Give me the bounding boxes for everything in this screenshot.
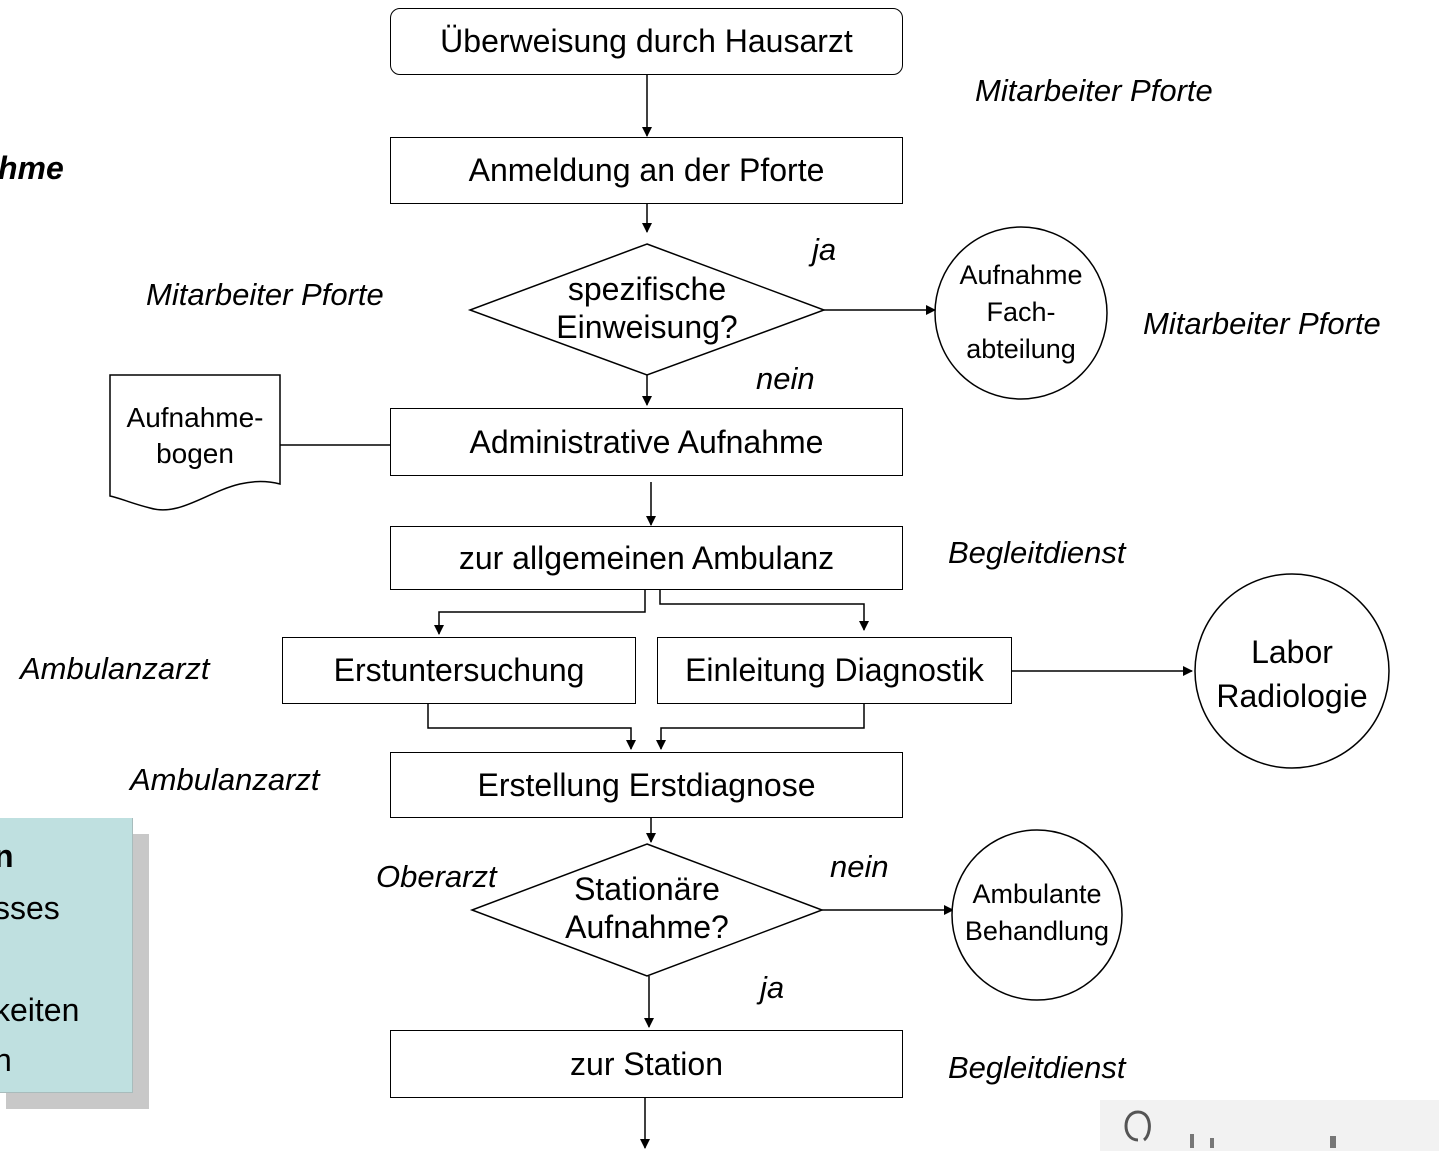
arrow-erstuntersuchung-erstdiagnose <box>427 704 636 750</box>
note-box: n sses keiten n <box>0 818 133 1093</box>
circle-fachabteilung-label: Aufnahme Fach- abteilung <box>936 257 1106 368</box>
circle-ambulante-label: Ambulante Behandlung <box>947 876 1127 950</box>
decision-stationaer-shape <box>469 843 825 977</box>
box-administrative: Administrative Aufnahme <box>390 408 903 476</box>
decision-einweisung-line-2: Einweisung? <box>556 309 738 346</box>
document-line-1: Aufnahme- <box>126 402 264 433</box>
edge-label-ja-1: ja <box>812 232 837 267</box>
role-ambulanzarzt-1: Ambulanzarzt <box>20 651 210 686</box>
circle-labor-line-1: Labor <box>1251 634 1333 670</box>
decision-stationaer-label: Stationäre Aufnahme? <box>537 870 757 947</box>
box-administrative-label: Administrative Aufnahme <box>469 423 824 460</box>
box-station-label: zur Station <box>570 1045 723 1082</box>
document-aufnahmebogen-shape <box>109 374 281 511</box>
box-ueberweisung: Überweisung durch Hausarzt <box>390 8 903 75</box>
role-ambulanzarzt-2: Ambulanzarzt <box>130 762 320 797</box>
circle-labor-label: Labor Radiologie <box>1192 630 1392 718</box>
box-erstuntersuchung: Erstuntersuchung <box>282 637 636 704</box>
box-erstdiagnose-label: Erstellung Erstdiagnose <box>477 766 816 803</box>
box-diagnostik-label: Einleitung Diagnostik <box>685 652 984 688</box>
note-line-1: n <box>0 838 14 874</box>
circle-fachabteilung-line-1: Aufnahme <box>959 260 1083 290</box>
circle-fachabteilung-line-3: abteilung <box>966 334 1076 364</box>
circle-fachabteilung-shape <box>934 226 1108 400</box>
role-mitarbeiter-pforte-left: Mitarbeiter Pforte <box>146 277 384 312</box>
edge-label-nein-1: nein <box>756 361 815 396</box>
box-ambulanz-label: zur allgemeinen Ambulanz <box>458 539 835 576</box>
decision-einweisung-line-1: spezifische <box>567 271 727 307</box>
box-diagnostik: Einleitung Diagnostik <box>657 637 1012 704</box>
circle-labor-line-2: Radiologie <box>1216 678 1368 714</box>
arrow-ambulanz-erstuntersuchung <box>434 590 646 635</box>
circle-ambulante-line-1: Ambulante <box>972 879 1102 909</box>
logo-mark-icon <box>1124 1110 1336 1148</box>
role-begleitdienst-1: Begleitdienst <box>948 535 1126 570</box>
circle-fachabteilung-line-2: Fach- <box>986 297 1056 327</box>
circle-labor-shape <box>1194 573 1390 769</box>
box-ueberweisung-label: Überweisung durch Hausarzt <box>440 23 853 59</box>
document-aufnahmebogen-label: Aufnahme- bogen <box>110 400 280 472</box>
box-erstuntersuchung-label: Erstuntersuchung <box>333 652 585 688</box>
edge-label-ja-2: ja <box>760 970 785 1005</box>
decision-einweisung-label: spezifische Einweisung? <box>537 270 757 347</box>
edge-label-nein-2: nein <box>830 849 889 884</box>
document-line-2: bogen <box>156 438 234 469</box>
note-line-4: n <box>0 1042 12 1078</box>
decision-stationaer-line-2: Aufnahme? <box>565 909 729 946</box>
role-begleitdienst-2: Begleitdienst <box>948 1050 1126 1085</box>
circle-ambulante-shape <box>951 829 1123 1001</box>
box-station: zur Station <box>390 1030 903 1098</box>
partial-page-title: hme <box>0 150 64 186</box>
arrow-ambulanz-diagnostik <box>659 590 869 631</box>
box-ambulanz: zur allgemeinen Ambulanz <box>390 526 903 590</box>
box-anmeldung-label: Anmeldung an der Pforte <box>468 152 825 188</box>
role-oberarzt: Oberarzt <box>376 859 497 894</box>
logo-partial: Q <box>1100 1100 1439 1151</box>
circle-ambulante-line-2: Behandlung <box>964 916 1110 946</box>
decision-stationaer-line-1: Stationäre <box>574 871 720 907</box>
note-line-2: sses <box>0 890 60 926</box>
decision-einweisung-shape <box>467 243 827 376</box>
box-anmeldung: Anmeldung an der Pforte <box>390 137 903 204</box>
note-line-3: keiten <box>0 992 80 1028</box>
arrow-diagnostik-erstdiagnose <box>656 704 865 750</box>
role-mitarbeiter-pforte-top: Mitarbeiter Pforte <box>975 73 1213 108</box>
box-erstdiagnose: Erstellung Erstdiagnose <box>390 752 903 818</box>
role-mitarbeiter-pforte-right: Mitarbeiter Pforte <box>1143 306 1381 341</box>
